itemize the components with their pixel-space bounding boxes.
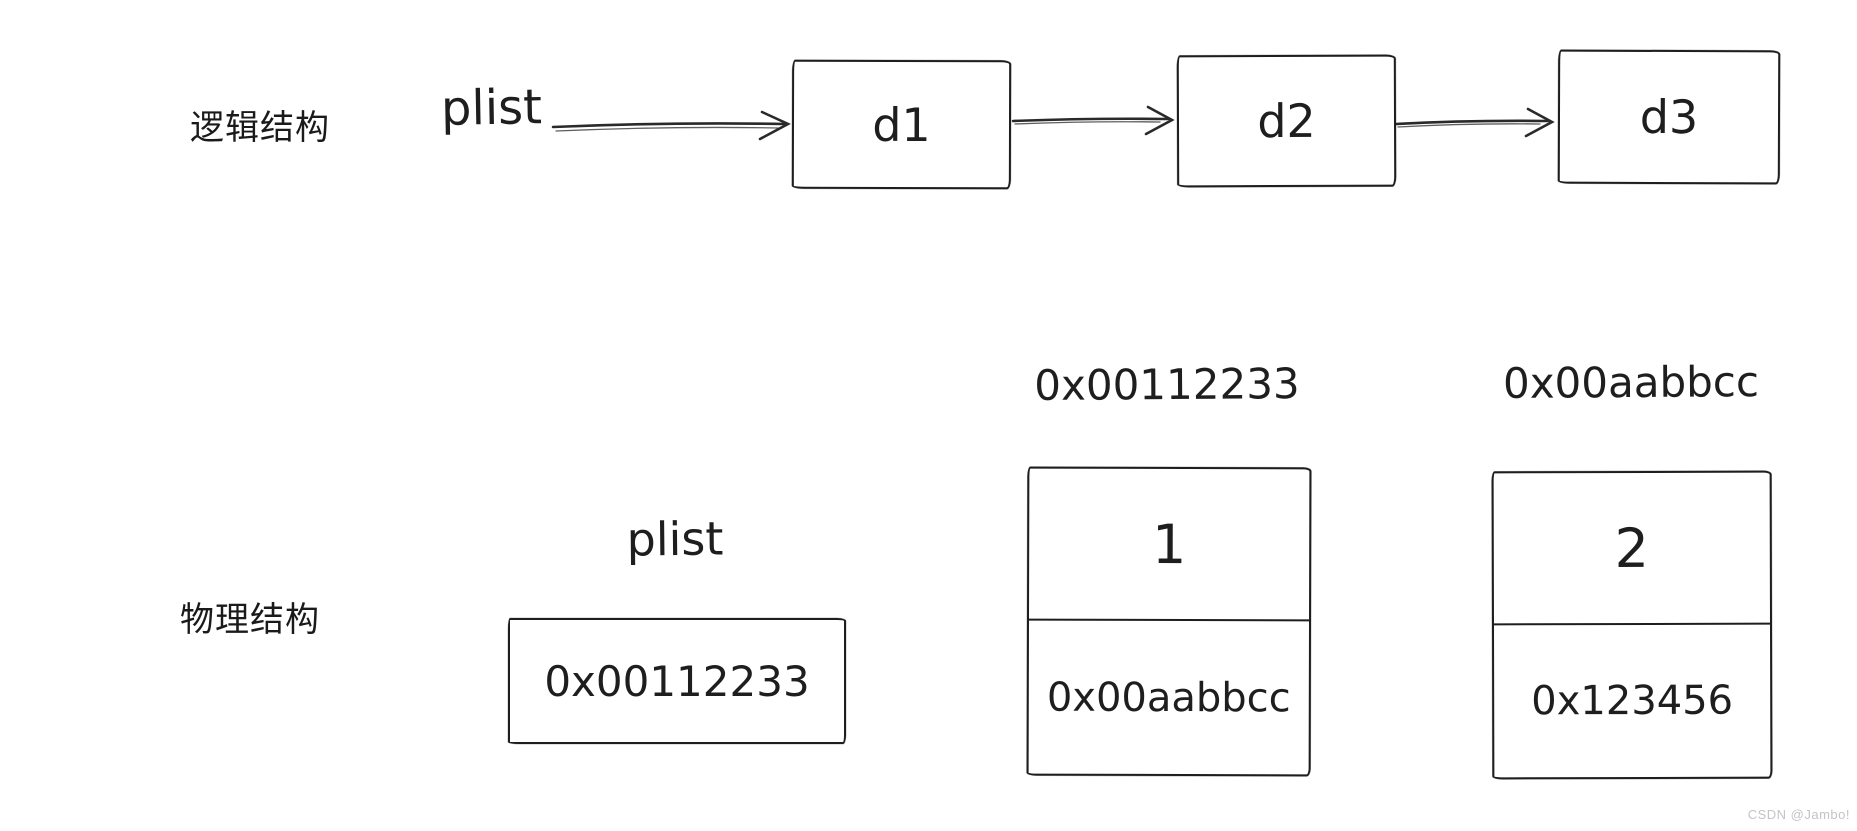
- logical-node-d1: d1: [791, 59, 1012, 190]
- d2-to-d3-arrow: [1394, 107, 1555, 138]
- node1-address-label: 0x00112233: [1034, 359, 1300, 410]
- logical-node-d2-label: d2: [1257, 93, 1316, 149]
- node2-address-label: 0x00aabbcc: [1502, 357, 1760, 408]
- physical-structure-label: 物理结构: [180, 601, 320, 639]
- node1-data-cell: 1: [1151, 512, 1187, 576]
- logical-plist-pointer-label: plist: [440, 79, 543, 137]
- logical-node-d2: d2: [1176, 54, 1397, 188]
- plist-to-d1-arrow: [551, 110, 791, 141]
- physical-plist-box: 0x00112233: [508, 618, 846, 744]
- logical-node-d3: d3: [1557, 49, 1781, 185]
- node1-next-pointer-cell: 0x00aabbcc: [1028, 618, 1310, 775]
- logical-node-d1-label: d1: [872, 97, 931, 152]
- physical-plist-title: plist: [626, 511, 724, 567]
- node2-next-pointer-cell: 0x123456: [1493, 622, 1771, 778]
- logical-structure-label: 逻辑结构: [190, 109, 330, 147]
- physical-node-1: 1 0x00aabbcc: [1026, 466, 1312, 777]
- node2-data-cell: 2: [1614, 516, 1650, 580]
- csdn-watermark: CSDN @Jambo!: [1747, 807, 1850, 822]
- physical-plist-value: 0x00112233: [544, 656, 810, 706]
- physical-node-2: 2 0x123456: [1491, 470, 1773, 780]
- d1-to-d2-arrow: [1011, 105, 1175, 136]
- logical-node-d3-label: d3: [1639, 89, 1699, 145]
